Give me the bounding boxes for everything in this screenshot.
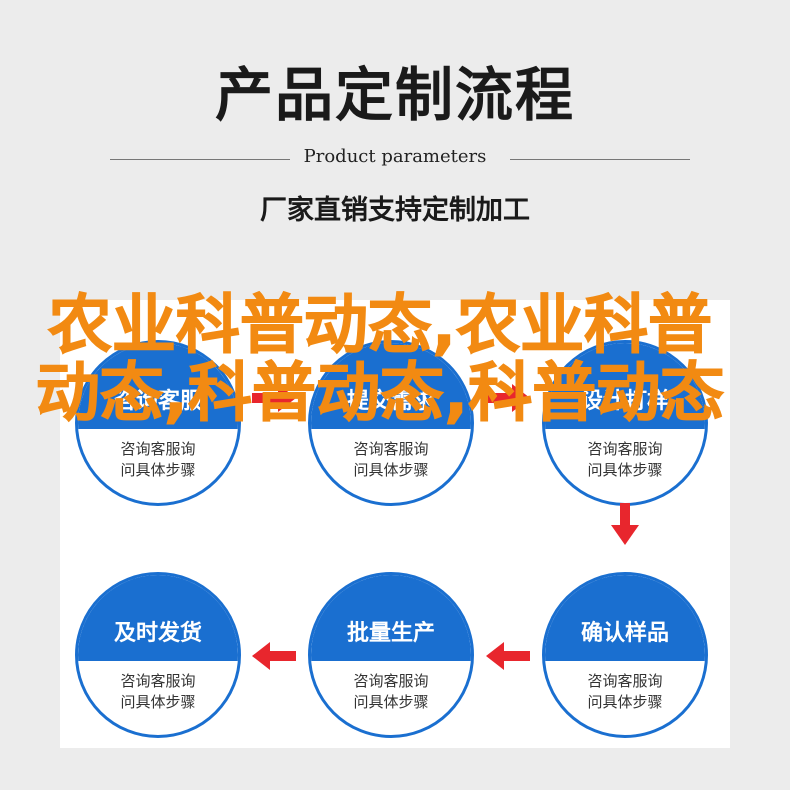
tagline: 厂家直销支持定制加工 <box>260 195 530 226</box>
step-confirm: 确认样品 咨询客服询 问具体步骤 <box>542 572 708 738</box>
arrow-left-icon <box>486 642 530 670</box>
step-title: 咨询客服 <box>78 343 238 430</box>
step-desc-line1: 咨询客服询 <box>120 440 196 458</box>
step-desc-line2: 问具体步骤 <box>120 461 196 479</box>
step-description: 咨询客服询 问具体步骤 <box>78 671 238 713</box>
step-description: 咨询客服询 问具体步骤 <box>311 671 471 713</box>
watermark-overlay: 农业科普动态,农业科普动态,科普动态,科普动态 <box>35 289 725 431</box>
arrow-left-icon <box>252 642 296 670</box>
step-title: 确认样品 <box>545 575 705 662</box>
divider-right <box>510 159 690 160</box>
step-desc-line2: 问具体步骤 <box>353 461 429 479</box>
step-desc-line2: 问具体步骤 <box>587 461 663 479</box>
step-submit: 提交需求 咨询客服询 问具体步骤 <box>308 340 474 506</box>
step-description: 咨询客服询 问具体步骤 <box>545 671 705 713</box>
arrow-down-icon <box>611 503 639 545</box>
step-desc-line1: 咨询客服询 <box>587 672 663 690</box>
step-desc-line1: 咨询客服询 <box>353 672 429 690</box>
step-desc-line1: 咨询客服询 <box>120 672 196 690</box>
step-desc-line2: 问具体步骤 <box>120 693 196 711</box>
process-panel: 咨询客服 咨询客服询 问具体步骤 提交需求 咨询客服询 问具体步骤 设计打样 咨… <box>60 300 730 748</box>
arrow-right-icon <box>486 384 530 412</box>
step-description: 咨询客服询 问具体步骤 <box>311 439 471 481</box>
step-desc-line2: 问具体步骤 <box>353 693 429 711</box>
step-title: 批量生产 <box>311 575 471 662</box>
step-ship: 及时发货 咨询客服询 问具体步骤 <box>75 572 241 738</box>
step-title: 及时发货 <box>78 575 238 662</box>
step-consult: 咨询客服 咨询客服询 问具体步骤 <box>75 340 241 506</box>
step-desc-line2: 问具体步骤 <box>587 693 663 711</box>
page-title: 产品定制流程 <box>214 61 575 129</box>
step-desc-line1: 咨询客服询 <box>353 440 429 458</box>
step-produce: 批量生产 咨询客服询 问具体步骤 <box>308 572 474 738</box>
divider-left <box>110 159 290 160</box>
step-description: 咨询客服询 问具体步骤 <box>545 439 705 481</box>
step-title: 设计打样 <box>545 343 705 430</box>
arrow-right-icon <box>252 384 296 412</box>
step-title: 提交需求 <box>311 343 471 430</box>
subtitle-en: Product parameters <box>303 146 487 167</box>
step-desc-line1: 咨询客服询 <box>587 440 663 458</box>
step-description: 咨询客服询 问具体步骤 <box>78 439 238 481</box>
step-design: 设计打样 咨询客服询 问具体步骤 <box>542 340 708 506</box>
